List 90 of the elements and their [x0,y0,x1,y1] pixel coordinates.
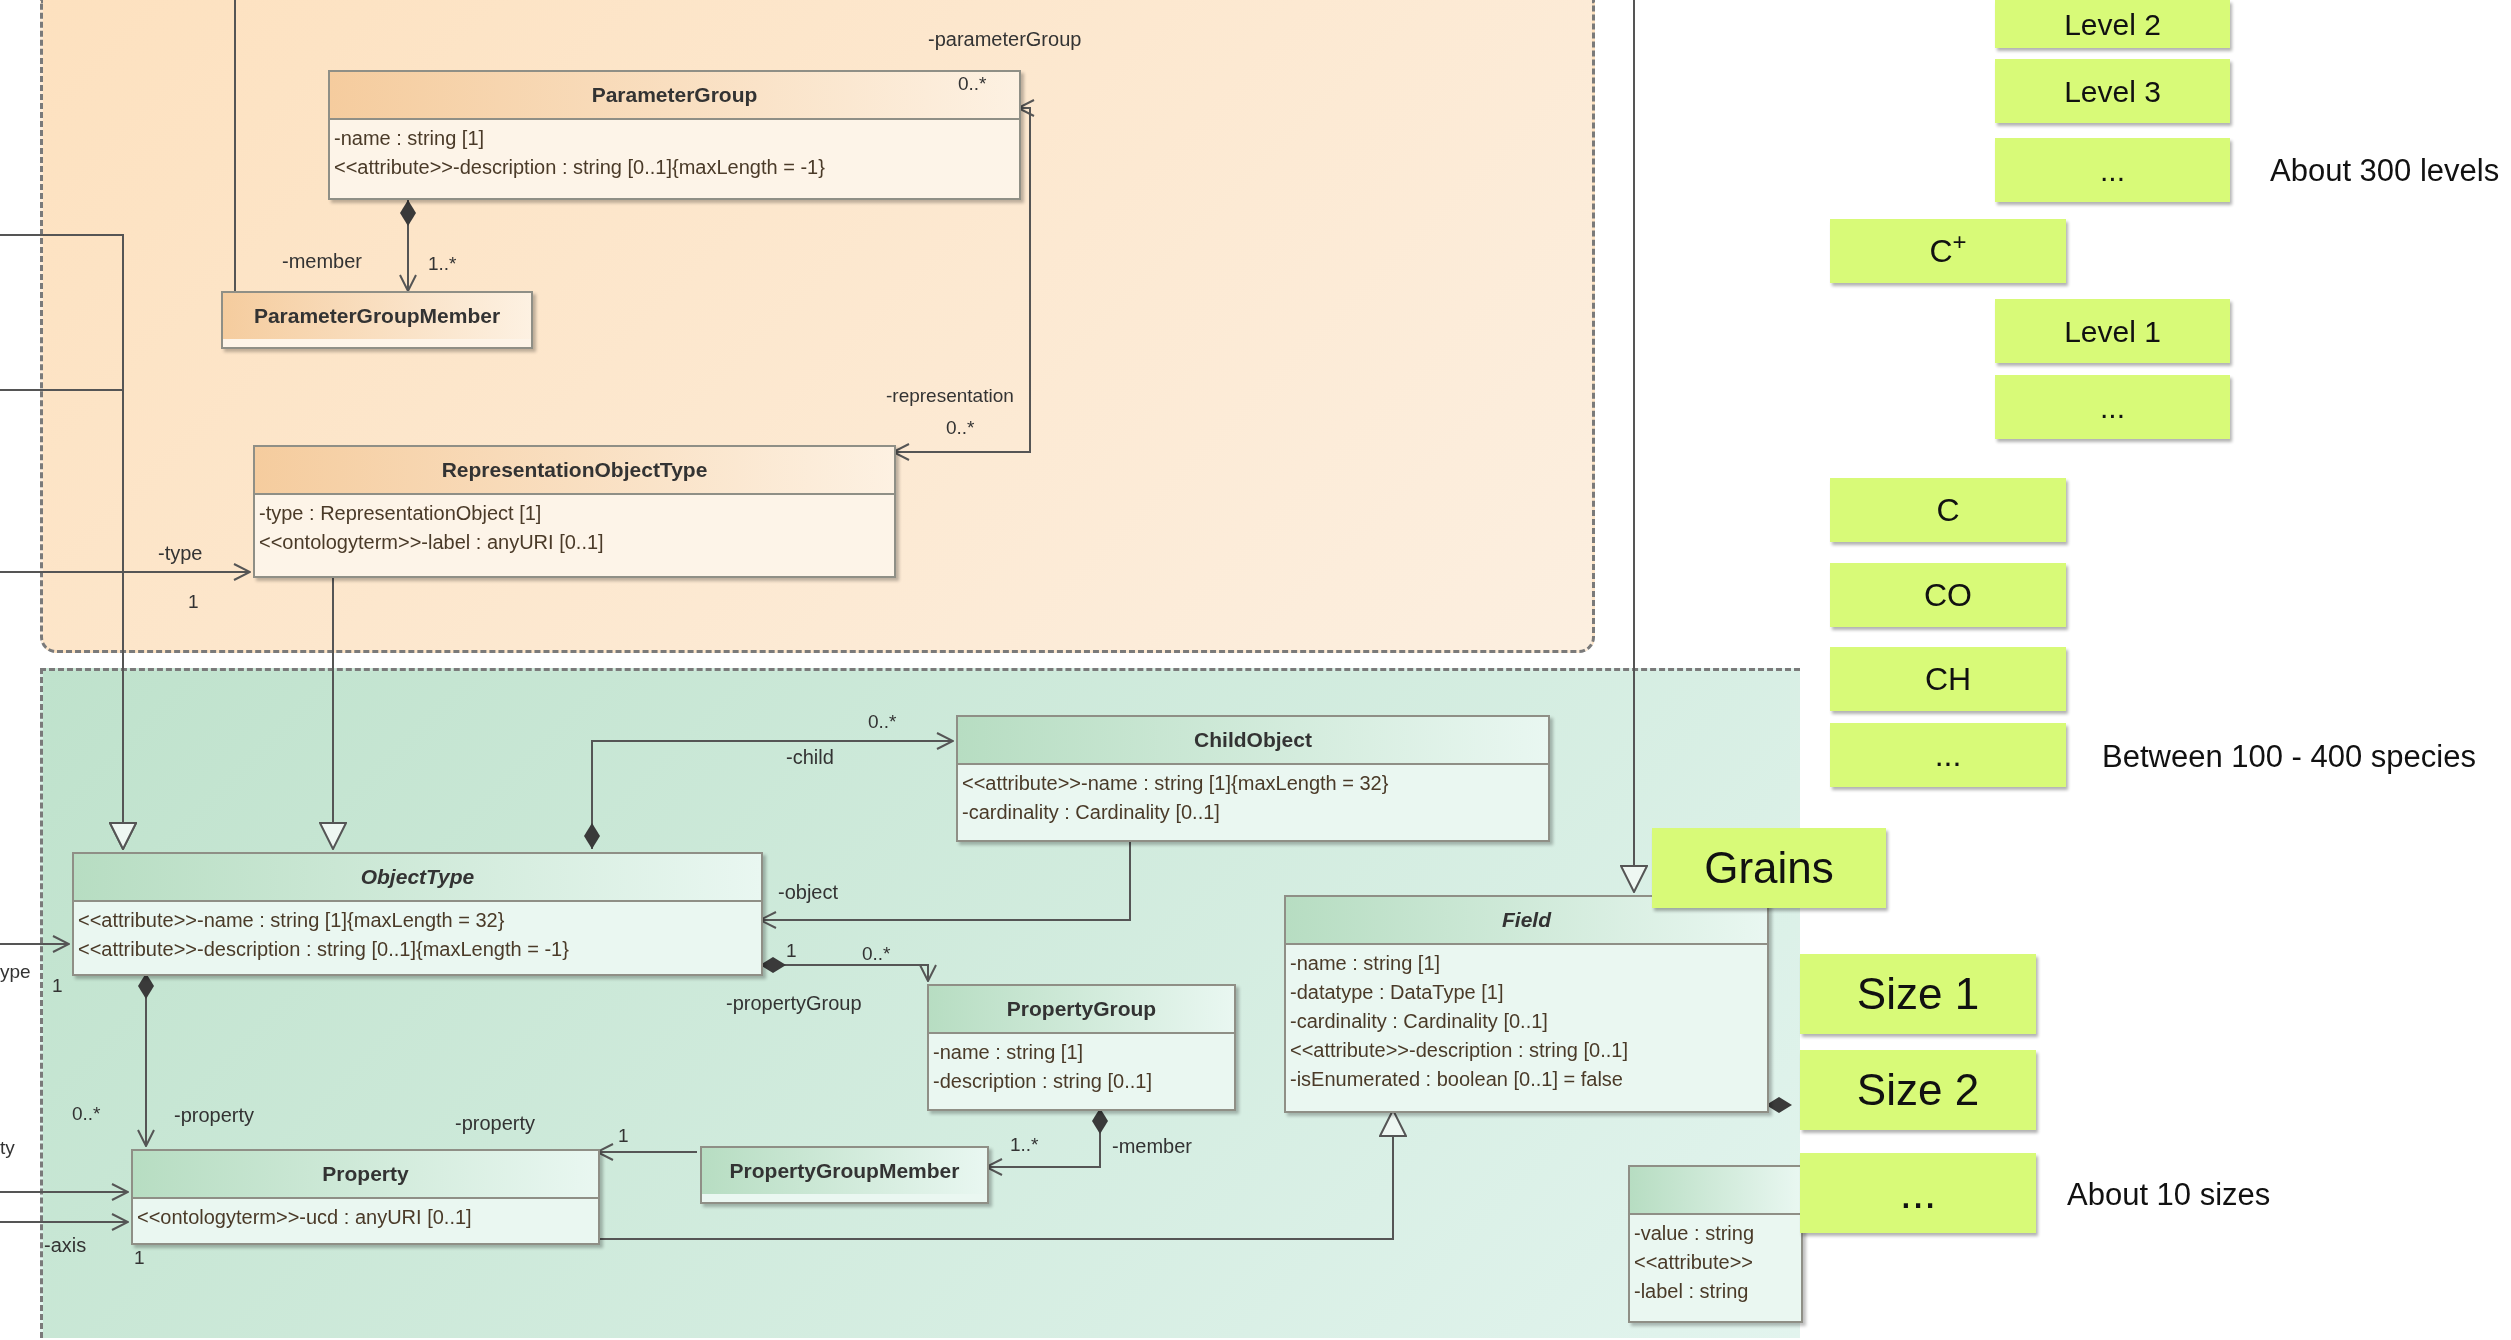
class-name-header: RepresentationObjectType [255,447,894,493]
package-panel [40,0,1595,653]
multiplicity-label: 0..* [862,942,891,966]
class-box [72,852,763,976]
attribute-text: -datatype : DataType [1] [1290,980,1505,1005]
class-box [1628,1165,1803,1323]
edge-label: -property [174,1103,255,1128]
text-tag: CO [1830,563,2066,627]
class-name-header: ParameterGroupMember [223,293,531,339]
edge-label: -child [786,745,834,770]
class-name-header: ChildObject [958,717,1548,763]
class-name-header: PropertyGroupMember [702,1148,987,1194]
text-tag: Level 3 [1995,59,2230,123]
multiplicity-label: 1 [188,590,199,614]
multiplicity-label: 1..* [1010,1133,1039,1157]
association-line [0,1183,129,1201]
text-tag: C$^{+}$ [1830,219,2066,283]
attribute-text: -name : string [1] [933,1040,1085,1065]
edge-label: -member [282,249,362,274]
text-tag: Size 1 [1800,954,2036,1034]
generalization-arrow [319,577,347,850]
edge-label: -object [778,880,839,905]
text-tag: Level 2 [1995,0,2230,48]
multiplicity-label: 0..* [868,710,897,734]
generalization-arrow [1620,0,1648,893]
attribute-text: <<attribute>>-name : string [1]{maxLength = 32} [78,908,506,933]
attribute-text: -cardinality : Cardinality [0..1] [1290,1009,1549,1034]
multiplicity-label: 1 [52,974,63,998]
class-name-header: Field [1286,897,1767,943]
class-name-header: ObjectType [74,854,761,900]
note-text: 1 [134,1246,145,1270]
class-box [328,70,1021,200]
attribute-text: <<attribute>>-description : string [0..1]{maxLength = -1} [78,937,570,962]
attribute-text: -description : string [0..1] [933,1069,1153,1094]
attribute-text: -label : string [1634,1279,1750,1304]
multiplicity-label: 0..* [946,416,975,440]
multiplicity-label: 1 [618,1124,629,1148]
edge-label: -parameterGroup [928,27,1082,52]
edge-label: -type [158,541,203,566]
multiplicity-label: -representation [886,384,1014,408]
text-tag: ... [1995,138,2230,202]
text-tag: ... [1800,1153,2036,1233]
text-tag: CH [1830,647,2066,711]
attribute-text: <<attribute>>-name : string [1]{maxLength = 32} [962,771,1390,796]
attribute-text: -value : string [1634,1221,1756,1246]
text-tag: Level 1 [1995,299,2230,363]
attribute-text: <<attribute>> [1634,1250,1754,1275]
generalization-arrow [0,389,137,850]
class-box [700,1146,989,1204]
class-box [253,445,896,578]
multiplicity-label: 0..* [958,72,987,96]
class-box [956,715,1550,842]
multiplicity-label: ype [0,960,31,984]
association-line [0,1213,129,1231]
attribute-text: -type : RepresentationObject [1] [259,501,543,526]
multiplicity-label: 0..* [72,1102,101,1126]
association-line [584,732,954,850]
attribute-text: <<ontologyterm>>-ucd : anyURI [0..1] [137,1205,473,1230]
multiplicity-label: 1 [786,939,797,963]
text-tag: ... [1995,375,2230,439]
attribute-text: <<attribute>>-description : string [0..1]{maxLength = -1} [334,155,826,180]
association-line [0,563,251,581]
edge-label: -member [1112,1134,1192,1159]
class-box [221,291,533,349]
attribute-text: <<ontologyterm>>-label : anyURI [0..1] [259,530,605,555]
attribute-text: -cardinality : Cardinality [0..1] [962,800,1221,825]
note-text: About 300 levels [2270,152,2500,190]
multiplicity-label: ty [0,1136,15,1160]
text-tag: C [1830,478,2066,542]
attribute-text: -name : string [1] [334,126,486,151]
text-tag: ... [1830,723,2066,787]
class-box [131,1149,600,1245]
note-text: About 10 sizes [2067,1176,2271,1214]
multiplicity-label: 1..* [428,252,457,276]
class-name-header: PropertyGroup [929,986,1234,1032]
class-name-header: Property [133,1151,598,1197]
class-box [1284,895,1769,1113]
text-tag: Grains [1652,828,1886,908]
edge-label: -axis [44,1233,87,1258]
attribute-text: <<attribute>>-description : string [0..1] [1290,1038,1629,1063]
association-line [0,935,70,953]
attribute-text: -name : string [1] [1290,951,1442,976]
edge-label: -propertyGroup [726,991,862,1016]
association-line [399,199,417,292]
attribute-text: -isEnumerated : boolean [0..1] = false [1290,1067,1624,1092]
class-box [927,984,1236,1111]
text-tag: Size 2 [1800,1050,2036,1130]
edge-label: -property [455,1111,536,1136]
association-line [234,0,236,292]
note-text: Between 100 - 400 species [2102,738,2476,776]
